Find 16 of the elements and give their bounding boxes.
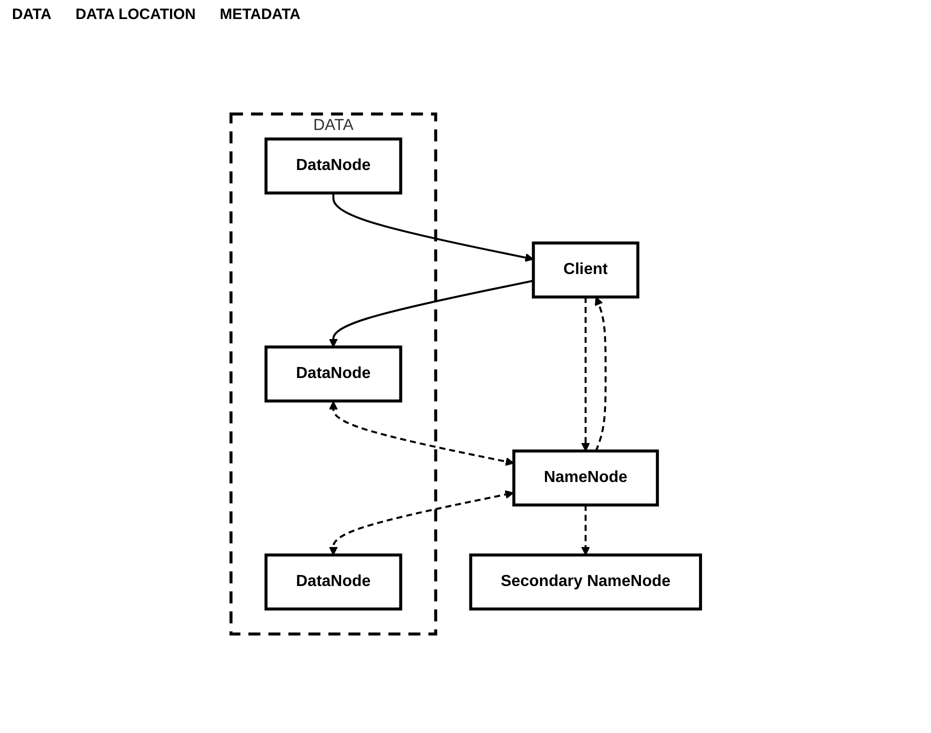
node-box: Client bbox=[532, 242, 640, 298]
arrow bbox=[332, 193, 534, 262]
node-box: DataNode bbox=[264, 346, 402, 402]
arrow bbox=[328, 401, 514, 466]
arrow bbox=[580, 297, 590, 452]
arrow bbox=[328, 490, 514, 556]
note-label: DATA bbox=[12, 6, 52, 23]
arrow bbox=[328, 280, 534, 348]
arrow bbox=[594, 296, 606, 452]
note-label: METADATA bbox=[220, 6, 301, 23]
note-label: DATA LOCATION bbox=[75, 6, 196, 23]
node-box: DataNode bbox=[264, 138, 402, 194]
node-box: Secondary NameNode bbox=[468, 554, 702, 610]
arrow bbox=[580, 505, 590, 556]
node-box: DataNode bbox=[264, 554, 402, 610]
node-box: NameNode bbox=[512, 450, 659, 506]
